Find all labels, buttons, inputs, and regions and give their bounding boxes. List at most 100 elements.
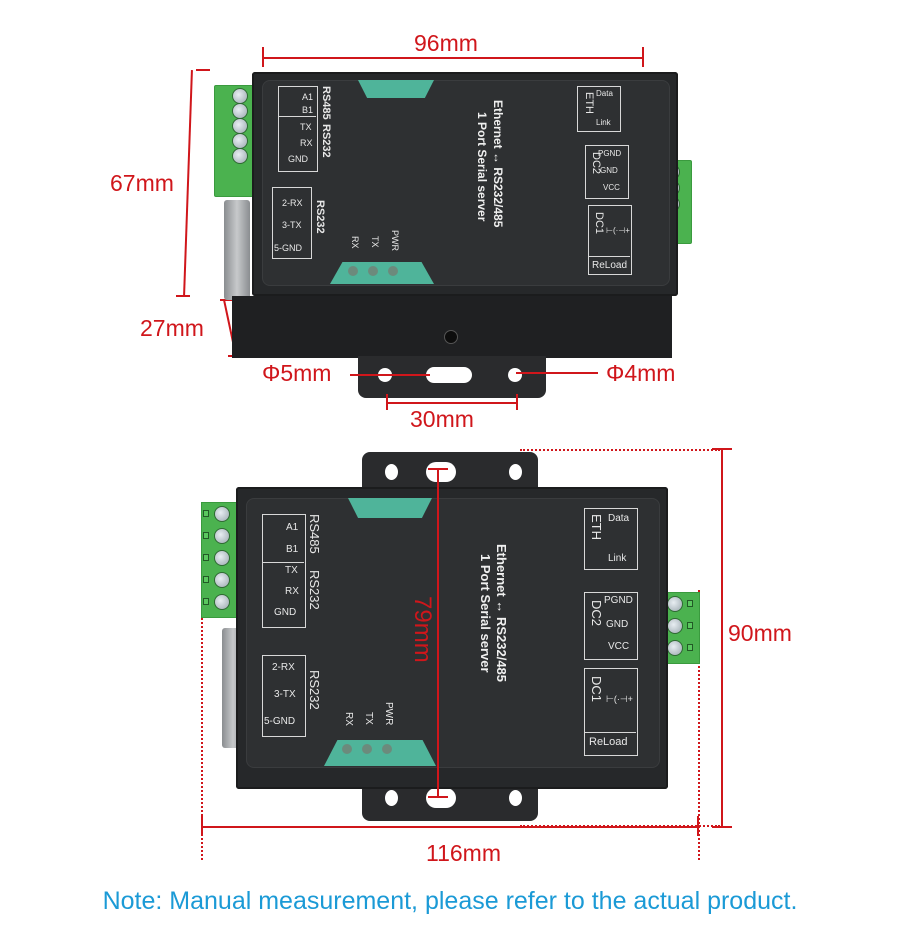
rs485-label: RS485 xyxy=(320,86,332,120)
height-dim-tick-top xyxy=(220,299,234,301)
pin-rx: RX xyxy=(300,138,313,148)
eth-label-box xyxy=(577,86,621,132)
measurement-note: Note: Manual measurement, please refer t… xyxy=(102,887,798,915)
terminal-tab xyxy=(687,622,693,629)
terminal-screw-icon xyxy=(667,640,683,656)
dc2-label: DC2 xyxy=(589,600,604,627)
front-screw-icon xyxy=(444,330,458,344)
terminal-screw-icon xyxy=(214,528,230,544)
rs485-label: RS485 xyxy=(307,514,322,554)
width-dim-tick-right xyxy=(642,47,644,67)
terminal-tab xyxy=(203,532,209,539)
mount-hole xyxy=(385,464,398,480)
pin-5-gnd: 5-GND xyxy=(264,716,296,727)
depth-90-tick-bottom xyxy=(712,826,732,828)
dc1-label: DC1 xyxy=(589,676,604,703)
dc1-label-box xyxy=(584,668,638,756)
device-title-line1: Ethernet ↔ RS232/485 xyxy=(491,100,505,228)
dc2-pgnd: PGND xyxy=(604,595,633,606)
mount-keyhole-slot xyxy=(426,462,456,482)
width-116-dim-line xyxy=(201,826,699,828)
terminal-screw-icon xyxy=(667,618,683,634)
terminal-screw-icon xyxy=(214,550,230,566)
pin-b1: B1 xyxy=(286,544,299,555)
divider xyxy=(584,732,636,733)
teal-accent-bottom xyxy=(324,740,436,766)
terminal-tab xyxy=(203,598,209,605)
bottom-label-panel xyxy=(246,498,660,768)
pin-a1: A1 xyxy=(286,522,299,533)
terminal-screw-icon xyxy=(232,148,248,164)
rs485-rs232-terminal-box xyxy=(262,514,306,628)
led-label-tx: TX xyxy=(370,236,380,248)
eth-link: Link xyxy=(596,118,611,127)
mount-hole-right xyxy=(508,368,522,382)
depth-90-tick-top xyxy=(712,448,732,450)
teal-accent-top xyxy=(348,498,432,518)
db9-label-box xyxy=(262,655,306,737)
led-pwr xyxy=(388,266,398,276)
dc-polarity-icon: ⊢(·⊣+ xyxy=(606,226,630,235)
terminal-screw-icon xyxy=(232,133,248,149)
pin-3-tx: 3-TX xyxy=(274,689,296,700)
dc2-label-box xyxy=(584,592,638,660)
teal-accent-bottom xyxy=(330,262,434,284)
depth-90mm-label: 90mm xyxy=(728,620,792,646)
device-front-side xyxy=(232,296,672,358)
height-27mm-label: 27mm xyxy=(140,315,204,341)
dc-polarity-icon: ⊢(·⊣+ xyxy=(606,694,633,704)
hole-spacing-line xyxy=(386,402,518,404)
phi5-leader xyxy=(350,374,430,376)
pin-a1: A1 xyxy=(302,92,314,102)
pin-tx: TX xyxy=(300,122,312,132)
mount-hole xyxy=(385,790,398,806)
eth-label: ETH xyxy=(589,514,604,540)
pin-gnd: GND xyxy=(288,154,308,164)
hole-spacing-tick-left xyxy=(386,394,388,410)
phi5mm-label: Φ5mm xyxy=(262,360,332,386)
depth-90-dim-line xyxy=(721,448,723,828)
pin-rx: RX xyxy=(285,586,299,597)
top-view: 96mm 67mm 27mm Φ5mm Φ4mm 30mm A1 xyxy=(0,0,900,440)
led-label-rx: RX xyxy=(343,712,354,726)
terminal-screw-icon xyxy=(232,118,248,134)
depth-dim-tick-top xyxy=(196,69,210,71)
db9-rs232-label: RS232 xyxy=(314,200,326,234)
pin-b1: B1 xyxy=(302,105,314,115)
dc1-label: DC1 xyxy=(593,212,605,235)
mount-hole xyxy=(509,790,522,806)
eth-data: Data xyxy=(596,89,613,98)
led-label-pwr: PWR xyxy=(390,230,400,251)
width-116-tick-left xyxy=(201,816,203,836)
teal-accent-top xyxy=(358,80,434,98)
ext-line-left xyxy=(201,615,203,860)
eth-label: ETH xyxy=(583,92,595,114)
led-label-tx: TX xyxy=(363,712,374,725)
phi4mm-label: Φ4mm xyxy=(606,360,676,386)
dc2-vcc: VCC xyxy=(603,183,620,192)
pin-2-rx: 2-RX xyxy=(282,198,303,208)
width-dim-line xyxy=(262,57,644,59)
led-tx xyxy=(368,266,378,276)
phi4-leader xyxy=(516,372,598,374)
depth-dim-tick-bottom xyxy=(176,295,190,297)
terminal-tab xyxy=(687,600,693,607)
led-rx xyxy=(342,744,352,754)
hole-spacing-79-line xyxy=(437,468,439,796)
pin-3-tx: 3-TX xyxy=(282,220,302,230)
depth-67mm-label: 67mm xyxy=(110,170,174,196)
db9-label-box xyxy=(272,187,312,259)
terminal-screw-icon xyxy=(214,506,230,522)
terminal-screw-icon xyxy=(667,596,683,612)
dc2-gnd: GND xyxy=(606,619,629,630)
width-116-tick-right xyxy=(697,816,699,836)
terminal-tab xyxy=(203,554,209,561)
eth-data: Data xyxy=(608,513,630,524)
dc2-pgnd: PGND xyxy=(598,149,622,158)
reload-label: ReLoad xyxy=(592,260,628,271)
db9-rs232-label: RS232 xyxy=(307,670,322,710)
rs232-label: RS232 xyxy=(307,570,322,610)
led-label-rx: RX xyxy=(350,236,360,249)
dc2-gnd: GND xyxy=(600,166,618,175)
hole-spacing-79-tick-bottom xyxy=(428,796,448,798)
